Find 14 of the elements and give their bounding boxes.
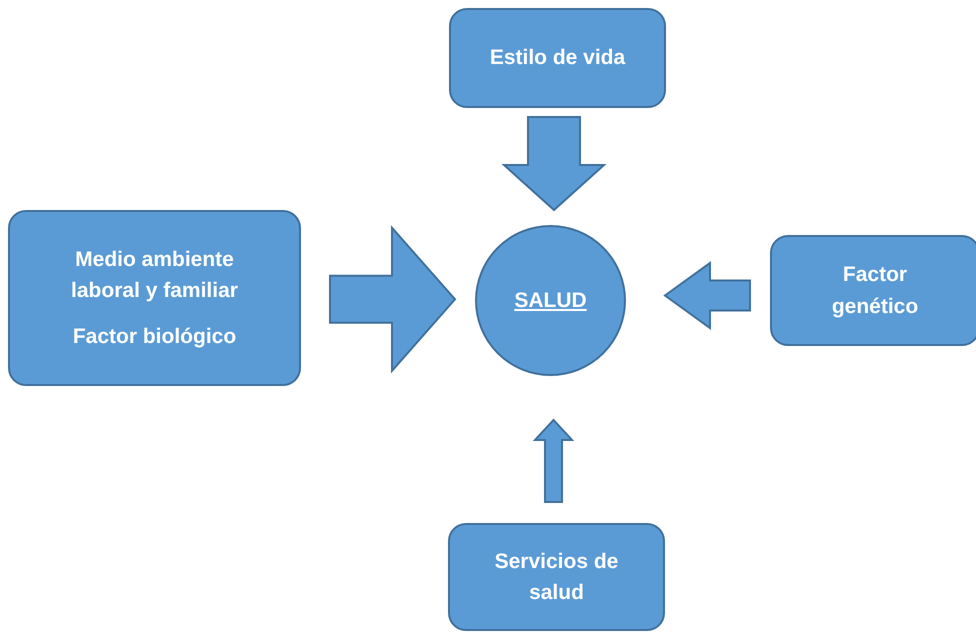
node-label: Estilo de vida xyxy=(490,45,626,72)
block-arrow xyxy=(501,116,607,212)
node-label: Factor genético xyxy=(830,262,920,320)
node-label: SALUD xyxy=(514,288,587,314)
node-label: Servicios de salud xyxy=(494,548,620,606)
factor-box xyxy=(770,235,976,346)
block-arrow xyxy=(532,418,574,503)
block-arrow xyxy=(329,225,456,374)
factor-box xyxy=(449,8,666,108)
block-arrow xyxy=(663,261,751,330)
factor-box xyxy=(8,210,301,386)
factor-box xyxy=(448,523,665,631)
node-label: Medio ambiente laboral y familiar xyxy=(70,246,239,304)
node-label: Factor biológico xyxy=(72,324,236,350)
